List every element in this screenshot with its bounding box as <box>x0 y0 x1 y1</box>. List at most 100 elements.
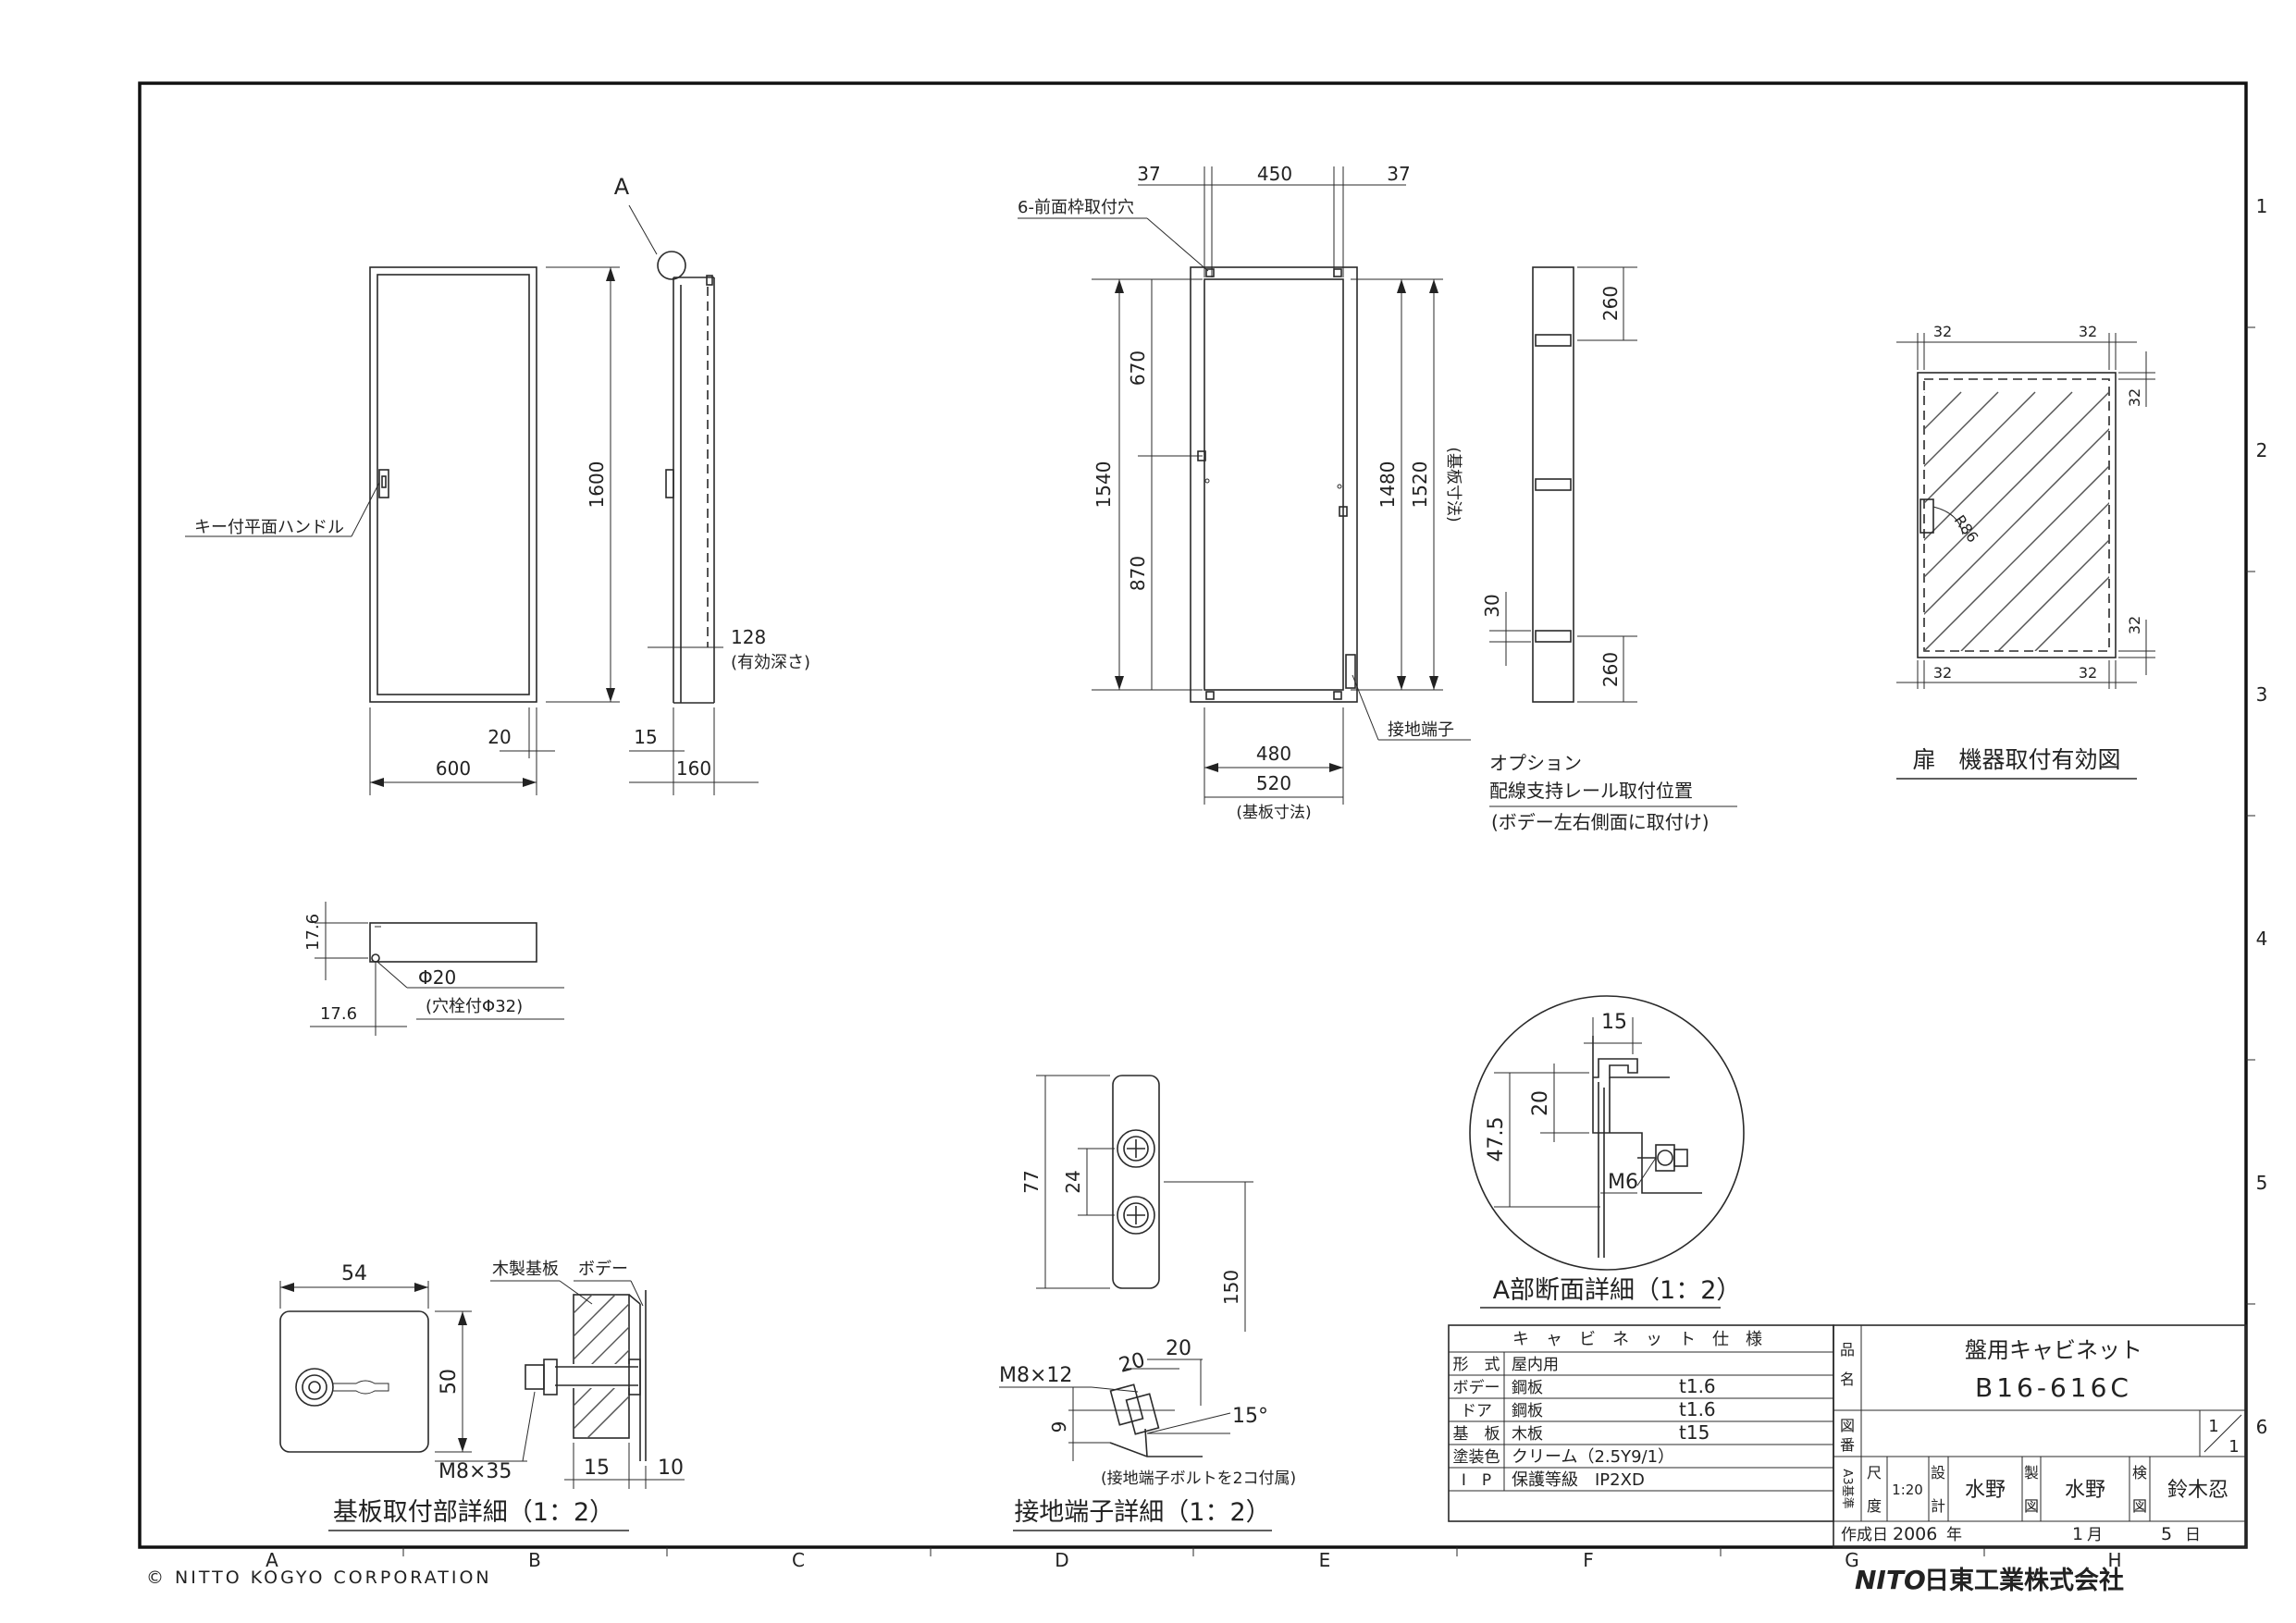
spec-label-plate: 基 板 <box>1453 1425 1500 1444</box>
spec-thick-plate: t15 <box>1679 1421 1710 1444</box>
tb-design-label-1: 設 <box>1931 1464 1945 1482</box>
dim-terminal-24: 24 <box>1062 1170 1084 1193</box>
dim-top-17-6-v: 17.6 <box>303 914 323 951</box>
section-a-detail: 15 20 47.5 M6 A部断面詳細（1：2） <box>1469 995 1745 1309</box>
spec-label-color: 塗装色 <box>1453 1447 1500 1467</box>
label-section-m6: M6 <box>1608 1171 1638 1194</box>
dim-plate-15: 15 <box>584 1457 610 1480</box>
dim-panel-32-rt: 32 <box>2126 388 2143 407</box>
dim-body-450: 450 <box>1257 163 1292 185</box>
model-number: B16-616C <box>1975 1372 2132 1403</box>
drawing-scale: 1:20 <box>1892 1482 1923 1498</box>
dim-section-47-5: 47.5 <box>1485 1117 1508 1162</box>
terminal-detail-title: 接地端子詳細（1：2） <box>1014 1498 1270 1527</box>
dim-door-20: 20 <box>488 726 511 748</box>
dim-rail-260-top: 260 <box>1599 286 1622 321</box>
spec-row: ドア 鋼板 t1.6 <box>1461 1398 1716 1420</box>
col-label-d: D <box>1055 1549 1068 1571</box>
dim-section-20: 20 <box>1529 1090 1552 1116</box>
tb-no-label-2: 番 <box>1840 1436 1855 1454</box>
dim-body-870: 870 <box>1127 556 1149 591</box>
spec-label-type: 形 式 <box>1453 1356 1500 1374</box>
date-day: 5 <box>2161 1524 2172 1544</box>
spec-thick-body: t1.6 <box>1679 1375 1716 1397</box>
label-bolt-m8x12: M8×12 <box>999 1364 1072 1387</box>
plate-size-note-bottom: (基板寸法) <box>1236 804 1311 822</box>
dim-terminal-9: 9 <box>1048 1421 1070 1433</box>
dim-terminal-77: 77 <box>1020 1170 1043 1193</box>
company-logo-mark: NITO <box>1855 1565 1926 1595</box>
spec-value-type: 屋内用 <box>1512 1356 1559 1374</box>
spec-value-body: 鋼板 <box>1512 1379 1543 1397</box>
tb-scale-label-1: 尺 <box>1867 1464 1882 1482</box>
title-block: 品 名 盤用キャビネット B16-616C 図 番 1 1 A3基準 尺 度 1… <box>1833 1324 2247 1548</box>
label-ground-terminal: 接地端子 <box>1388 720 1454 740</box>
month-unit: 月 <box>2087 1526 2103 1544</box>
tb-check-label-2: 図 <box>2132 1497 2147 1515</box>
spec-label-body: ボデー <box>1453 1378 1500 1397</box>
date-year: 2006 <box>1893 1524 1937 1544</box>
dim-top-17-6-h: 17.6 <box>320 1004 357 1024</box>
dim-door-width: 600 <box>436 757 471 780</box>
dim-section-15: 15 <box>1601 1011 1627 1034</box>
spec-value-color: クリーム（2.5Y9/1） <box>1512 1447 1674 1467</box>
dim-side-160: 160 <box>676 757 711 780</box>
row-label-5: 5 <box>2256 1172 2268 1194</box>
spec-table: キ ャ ビ ネ ッ ト 仕 様 形 式 屋内用 ボデー 鋼板 t1.6 ドア 鋼… <box>1448 1324 1834 1522</box>
door-front-view: 1600 600 20 キー付平面ハンドル <box>185 266 620 795</box>
spec-value-plate: 木板 <box>1512 1425 1543 1444</box>
spec-table-header: キ ャ ビ ネ ッ ト 仕 様 <box>1512 1330 1762 1349</box>
dim-panel-32-tl: 32 <box>1933 323 1952 340</box>
tb-draw-label-1: 製 <box>2024 1464 2039 1482</box>
terminal-bolt-note: (接地端子ボルトを2コ付属) <box>1101 1469 1296 1488</box>
dim-rail-260-bottom: 260 <box>1599 652 1622 687</box>
dim-door-height: 1600 <box>586 461 608 509</box>
tb-no-label-1: 図 <box>1840 1417 1855 1434</box>
dim-body-1480: 1480 <box>1376 461 1399 509</box>
dim-terminal-20-b: 20 <box>1166 1337 1191 1360</box>
dim-body-520: 520 <box>1256 772 1291 794</box>
label-body: ボデー <box>578 1260 628 1279</box>
dim-body-37-right: 37 <box>1387 163 1410 185</box>
dim-side-128: 128 <box>731 626 766 648</box>
tb-design-label-2: 計 <box>1931 1497 1945 1515</box>
dim-plate-54: 54 <box>341 1262 367 1285</box>
dim-side-15: 15 <box>634 726 657 748</box>
angle-15-deg: 15° <box>1232 1405 1268 1428</box>
tb-name-label-2: 名 <box>1840 1371 1855 1388</box>
plate-mount-detail: 54 50 木製基板 ボデー M8×35 15 10 基板取付部詳細（1：2） <box>279 1260 685 1531</box>
row-label-1: 1 <box>2256 195 2268 217</box>
label-frame-holes: 6-前面枠取付穴 <box>1018 198 1134 217</box>
cabinet-side-view: A 128 (有効深さ) 15 160 <box>614 174 810 795</box>
dim-rail-30: 30 <box>1481 594 1503 617</box>
col-label-g: G <box>1845 1549 1859 1571</box>
dim-body-480: 480 <box>1256 743 1291 765</box>
tb-check-label-1: 検 <box>2132 1464 2147 1482</box>
depth-note: (有効深さ) <box>731 653 810 672</box>
rail-caption-1: オプション <box>1489 752 1582 774</box>
dim-body-1520: 1520 <box>1409 461 1431 509</box>
year-unit: 年 <box>1946 1526 1962 1544</box>
dim-body-670: 670 <box>1127 350 1149 386</box>
spec-value-ip: 保護等級 IP2XD <box>1512 1470 1645 1490</box>
tb-name-label-1: 品 <box>1840 1341 1855 1359</box>
col-label-c: C <box>792 1549 805 1571</box>
rail-position-view: 260 30 260 オプション 配線支持レール取付位置 (ボデー左右側面に取付… <box>1481 266 1737 833</box>
dim-top-phi20: Φ20 <box>418 966 456 989</box>
sheet-total: 1 <box>2228 1437 2239 1457</box>
plate-detail-title: 基板取付部詳細（1：2） <box>333 1498 614 1527</box>
spec-thick-door: t1.6 <box>1679 1398 1716 1420</box>
col-label-b: B <box>528 1549 541 1571</box>
date-label: 作成日 <box>1841 1526 1888 1544</box>
door-panel-title: 扉 機器取付有効図 <box>1912 746 2120 773</box>
spec-row: 形 式 屋内用 <box>1453 1356 1560 1374</box>
product-name: 盤用キャビネット <box>1965 1337 2142 1363</box>
col-label-f: F <box>1583 1549 1594 1571</box>
dim-panel-32-rb: 32 <box>2126 616 2143 634</box>
drawing-frame: A B C D E F G H 1 2 3 4 5 6 © NITTO KOGY… <box>138 81 2268 1595</box>
phi-note: (穴栓付Φ32) <box>426 997 523 1016</box>
spec-row: I P 保護等級 IP2XD <box>1462 1470 1645 1490</box>
col-label-e: E <box>1319 1549 1331 1571</box>
cabinet-body-view: 37 450 37 6-前面枠取付穴 1540 670 870 1480 152… <box>1018 163 1471 822</box>
row-label-6: 6 <box>2256 1416 2268 1438</box>
